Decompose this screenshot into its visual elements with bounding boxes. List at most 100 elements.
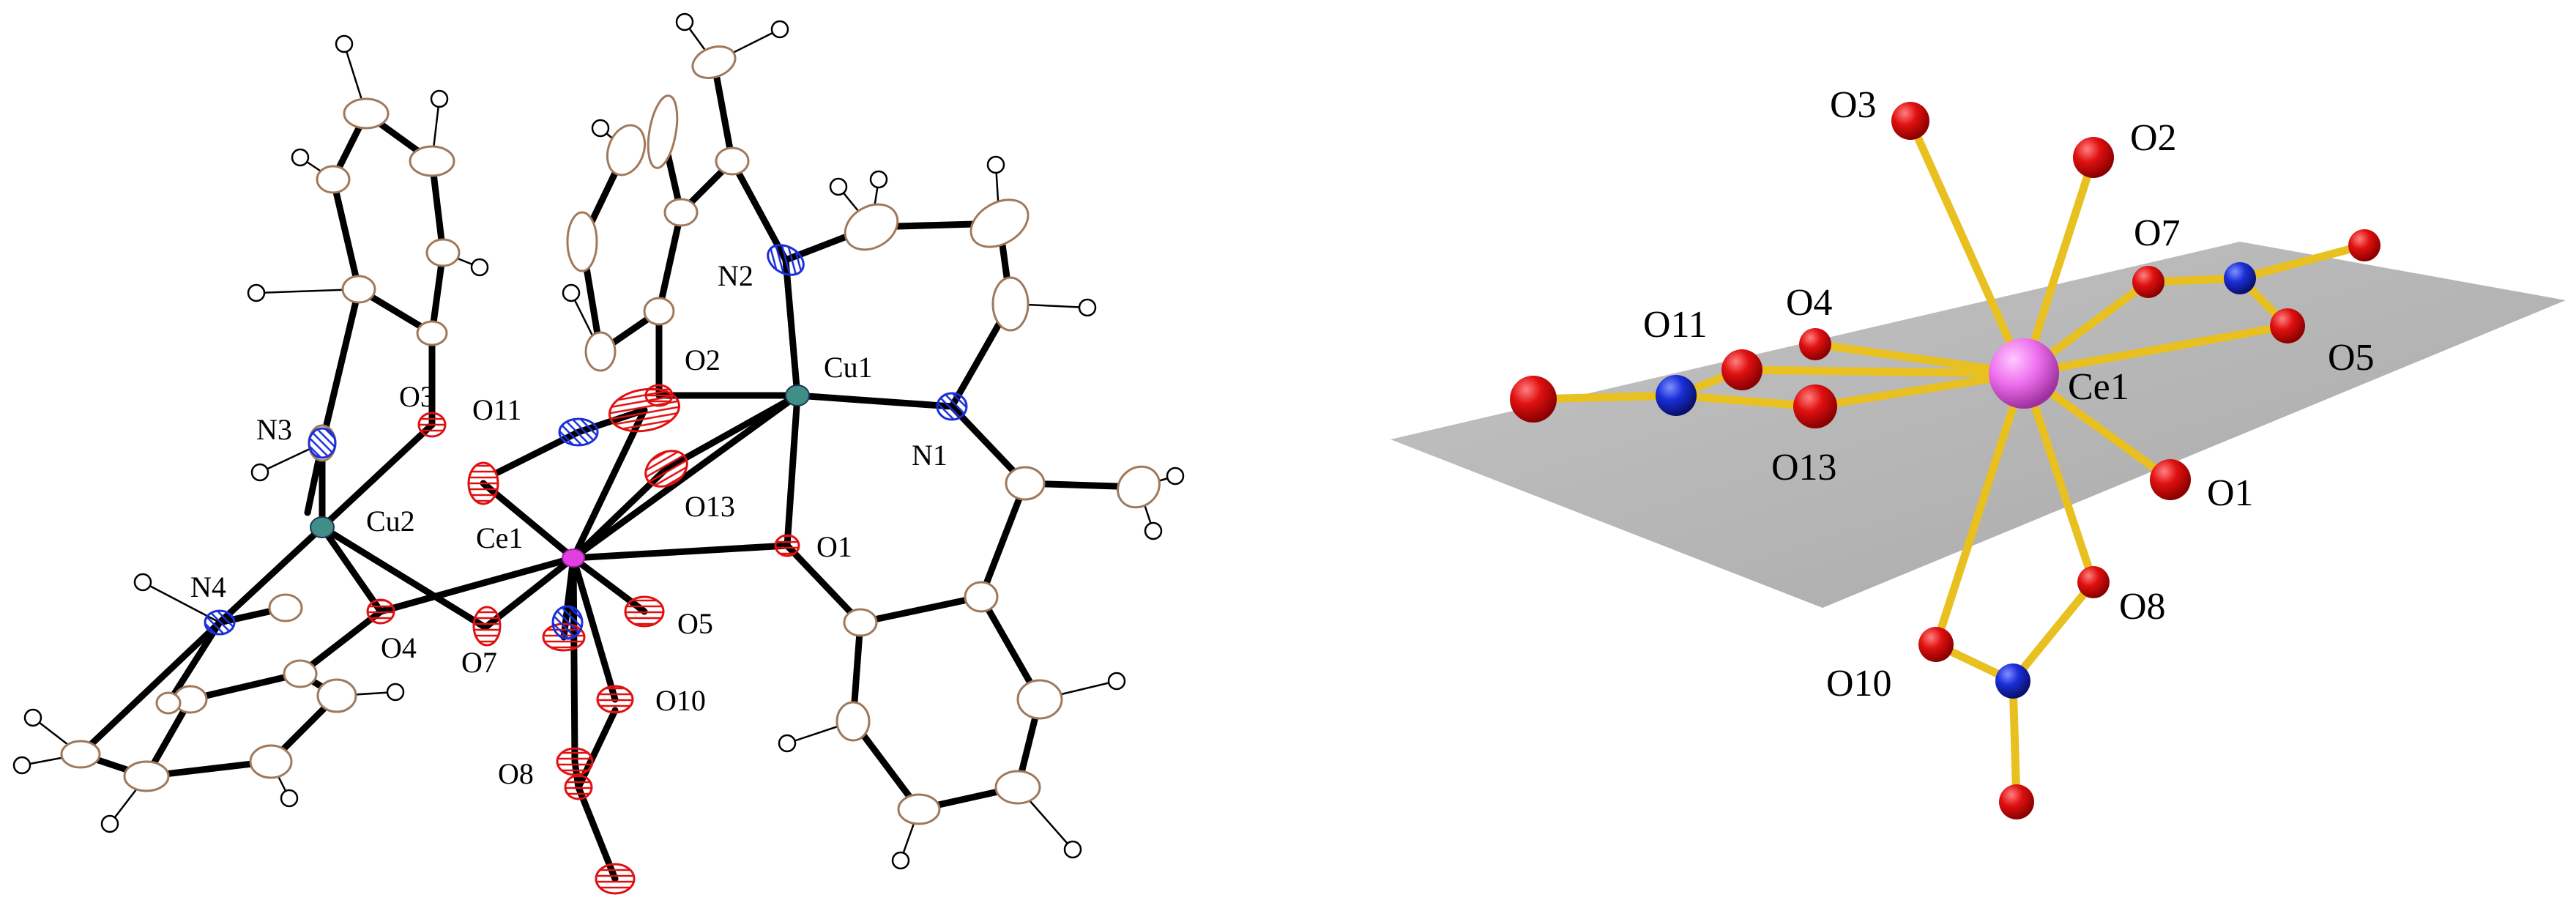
- atom-labels: O3 O2 O7 O11 O4 Ce1 O5 O13 O1 O8 O10: [1643, 84, 2375, 704]
- bond: [77, 619, 223, 758]
- atom-N-nitrate: [2224, 262, 2256, 294]
- atom-N-nitrate-left: [1656, 375, 1697, 416]
- label-O7: O7: [2134, 212, 2181, 254]
- atom-O5: [2270, 308, 2305, 343]
- bond: [2236, 241, 2369, 283]
- bond: [570, 406, 648, 562]
- coordination-plane: [1391, 242, 2566, 608]
- bond: [794, 392, 956, 410]
- atom-O-nitrate-bottom: [1999, 784, 2034, 819]
- label-Cu1: Cu1: [824, 351, 873, 384]
- label-O11: O11: [1643, 304, 1708, 346]
- ortep-structure-svg: O3 O11 O2 Cu1 N2 N1 N3 Cu2 Ce1 O13 O1 N4…: [12, 12, 1185, 895]
- label-N4: N4: [190, 570, 226, 603]
- bond: [570, 542, 791, 562]
- atom-Ce1: [1989, 338, 2059, 409]
- coordination-sphere-panel: O3 O2 O7 O11 O4 Ce1 O5 O13 O1 O8 O10: [1288, 0, 2576, 922]
- bond: [575, 784, 619, 882]
- bond: [1906, 116, 2028, 378]
- metal-atoms: [310, 384, 810, 568]
- label-Ce1: Ce1: [2068, 366, 2129, 408]
- bond: [1672, 391, 1820, 411]
- atom-O1: [2150, 459, 2191, 500]
- label-Cu2: Cu2: [366, 505, 415, 538]
- label-O13: O13: [685, 490, 735, 523]
- carbon-atoms: [60, 45, 1161, 825]
- bond: [783, 542, 864, 626]
- gold-bond-group: [1529, 116, 2369, 806]
- bond: [165, 619, 223, 707]
- atom-N-nitrate-bottom: [1995, 663, 2030, 699]
- atom-O-nitrate-left: [1510, 376, 1557, 423]
- label-O5: O5: [677, 607, 713, 640]
- label-O10: O10: [1826, 663, 1892, 704]
- label-O2: O2: [685, 343, 721, 376]
- bond: [319, 524, 384, 615]
- bond-group: [77, 59, 1142, 882]
- bond: [377, 554, 577, 615]
- bond: [570, 392, 801, 562]
- bond: [2020, 153, 2098, 378]
- atom-O7: [2132, 266, 2164, 298]
- label-O2: O2: [2130, 117, 2177, 159]
- atom-O11: [1721, 349, 1762, 390]
- atom-O-nitrate-terminal: [2348, 229, 2380, 261]
- bond: [319, 286, 362, 447]
- hydrogen-bonds: [21, 21, 1176, 861]
- label-O8: O8: [2119, 586, 2166, 628]
- label-Ce1: Ce1: [476, 521, 523, 554]
- bond: [729, 157, 789, 264]
- atom-O4: [1799, 328, 1831, 360]
- bond: [655, 209, 685, 315]
- bond: [570, 554, 578, 765]
- bond: [1932, 369, 2028, 649]
- bond: [2020, 321, 2292, 378]
- bond: [783, 392, 801, 549]
- bond: [1811, 369, 2028, 411]
- atom-O13: [1793, 384, 1837, 428]
- label-N3: N3: [256, 413, 292, 446]
- coordination-sphere-svg: O3 O2 O7 O11 O4 Ce1 O5 O13 O1 O8 O10: [1391, 84, 2566, 819]
- label-O1: O1: [2207, 472, 2254, 514]
- label-O1: O1: [816, 530, 852, 563]
- bond: [319, 524, 487, 630]
- oxygen-atoms: [366, 384, 800, 895]
- label-O13: O13: [1771, 447, 1837, 488]
- bond: [570, 554, 619, 703]
- bond: [2020, 369, 2098, 587]
- bond: [483, 554, 577, 630]
- ortep-structure-panel: O3 O11 O2 Cu1 N2 N1 N3 Cu2 Ce1 O13 O1 N4…: [12, 12, 1185, 895]
- atoms: [1510, 102, 2380, 819]
- hydrogen-atoms: [12, 12, 1185, 870]
- label-O11: O11: [472, 393, 521, 426]
- label-O8: O8: [498, 757, 534, 790]
- atom-O2: [2073, 137, 2114, 178]
- bond: [857, 593, 985, 626]
- atom-O3: [1891, 102, 1929, 140]
- bond: [480, 480, 577, 562]
- bond: [2009, 677, 2021, 806]
- bond: [575, 707, 619, 791]
- label-N2: N2: [718, 259, 753, 292]
- bond: [710, 59, 736, 165]
- label-O7: O7: [461, 646, 497, 679]
- atom-O8: [2077, 566, 2110, 598]
- nitrogen-atoms: [204, 244, 968, 640]
- label-O5: O5: [2328, 337, 2375, 379]
- atom-labels: O3 O11 O2 Cu1 N2 N1 N3 Cu2 Ce1 O13 O1 N4…: [190, 259, 948, 790]
- label-O4: O4: [1786, 282, 1833, 324]
- label-O3: O3: [399, 380, 435, 413]
- bond: [978, 480, 1029, 601]
- bond: [330, 176, 362, 293]
- bond: [297, 608, 384, 677]
- bond: [1738, 365, 2028, 378]
- bond: [2009, 578, 2098, 685]
- bond: [1529, 391, 1680, 404]
- label-O4: O4: [381, 631, 417, 664]
- bond: [782, 256, 801, 399]
- label-O10: O10: [655, 684, 706, 717]
- bond: [319, 421, 436, 531]
- label-O3: O3: [1830, 84, 1877, 126]
- label-N1: N1: [912, 439, 948, 472]
- bond: [216, 524, 326, 626]
